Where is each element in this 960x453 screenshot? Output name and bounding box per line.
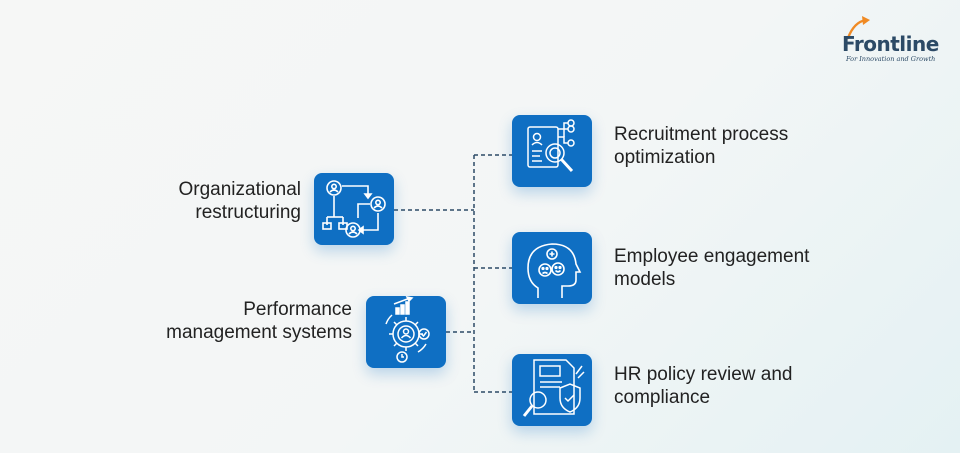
- org-chart-icon-box: [314, 173, 394, 245]
- label-line: Performance: [243, 299, 352, 320]
- performance-gear-icon: [385, 296, 430, 363]
- label-line: Recruitment process: [614, 124, 789, 145]
- policy-shield-icon: [522, 359, 585, 417]
- policy-label: HR policy review and compliance: [614, 363, 874, 409]
- label-line: HR policy review and: [614, 364, 793, 385]
- label-line: Organizational: [178, 179, 301, 200]
- engagement-icon-box: [512, 232, 592, 304]
- org-chart-icon: [322, 180, 386, 238]
- performance-management-label: Performance management systems: [110, 298, 352, 344]
- org-restructuring-label: Organizational restructuring: [120, 178, 301, 224]
- resume-search-icon: [527, 119, 575, 173]
- recruitment-label: Recruitment process optimization: [614, 123, 874, 169]
- frontline-logo: Frontline For Innovation and Growth: [832, 14, 942, 66]
- policy-icon-box: [512, 354, 592, 426]
- performance-icon-box: [366, 296, 446, 368]
- label-line: compliance: [614, 387, 711, 408]
- label-line: restructuring: [195, 202, 301, 223]
- head-emotions-icon: [527, 243, 582, 298]
- label-line: Employee engagement: [614, 246, 810, 267]
- recruitment-icon-box: [512, 115, 592, 187]
- logo-arrow-icon: [846, 16, 870, 40]
- label-line: management systems: [166, 322, 352, 343]
- engagement-label: Employee engagement models: [614, 245, 874, 291]
- logo-tagline: For Innovation and Growth: [846, 55, 936, 63]
- logo-brand-text: Frontline: [842, 32, 939, 56]
- label-line: models: [614, 269, 676, 290]
- label-line: optimization: [614, 147, 716, 168]
